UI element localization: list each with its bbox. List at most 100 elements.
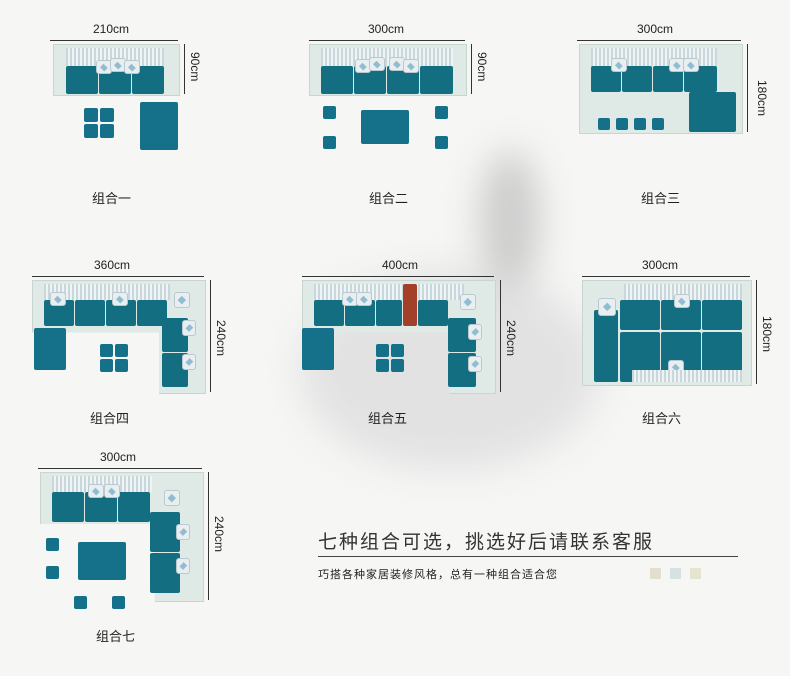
combo-name: 组合四: [90, 412, 130, 427]
pillow: [369, 57, 385, 71]
ottoman: [435, 136, 448, 149]
pillow: [174, 292, 190, 308]
seat: [66, 66, 98, 94]
pillow: [598, 298, 616, 316]
pillow: [611, 58, 627, 72]
ottoman: [391, 359, 404, 372]
width-line: [302, 276, 494, 277]
ottoman: [84, 108, 98, 122]
width-label: 210cm: [93, 22, 130, 36]
width-label: 400cm: [382, 258, 419, 272]
backrest: [321, 48, 453, 66]
ottoman: [115, 344, 128, 357]
width-line: [309, 40, 465, 41]
width-line: [50, 40, 178, 41]
seat: [420, 66, 453, 94]
seat: [314, 300, 344, 326]
pillow: [468, 324, 482, 340]
ottoman-large: [78, 542, 126, 580]
background-shape: [480, 150, 540, 290]
depth-label: 90cm: [475, 52, 489, 82]
ottoman: [634, 118, 646, 130]
width-label: 360cm: [94, 258, 131, 272]
depth-label: 180cm: [755, 80, 769, 117]
combo-name: 组合六: [642, 412, 682, 427]
divider: [318, 556, 738, 557]
pillow: [460, 294, 476, 310]
ottoman: [100, 359, 113, 372]
color-swatch: [670, 568, 681, 579]
seat: [620, 300, 660, 330]
width-line: [582, 276, 750, 277]
seat: [118, 492, 150, 522]
ottoman: [74, 596, 87, 609]
depth-line: [208, 472, 209, 600]
seat: [622, 66, 652, 92]
seat: [150, 512, 180, 552]
subtitle: 巧搭各种家居装修风格，总有一种组合适合您: [318, 568, 558, 581]
seat: [52, 492, 84, 522]
width-line: [577, 40, 741, 41]
width-label: 300cm: [642, 258, 679, 272]
ottoman: [46, 566, 59, 579]
combo-1[interactable]: 210cm 90cm 组合一: [48, 22, 208, 207]
width-label: 300cm: [637, 22, 674, 36]
backrest: [624, 284, 742, 300]
seat: [150, 553, 180, 593]
depth-label: 240cm: [504, 320, 518, 357]
ottoman-large: [302, 328, 334, 370]
seat: [75, 300, 105, 326]
seat: [418, 300, 448, 326]
pillow: [88, 484, 104, 498]
combo-3[interactable]: 300cm 180cm 组合三: [577, 22, 777, 207]
pillow: [104, 484, 120, 498]
depth-label: 90cm: [188, 52, 202, 82]
seat: [321, 66, 353, 94]
backrest: [632, 370, 742, 382]
backrest: [44, 284, 170, 300]
color-swatch: [650, 568, 661, 579]
slogan: 七种组合可选，挑选好后请联系客服: [318, 531, 655, 553]
combo-4[interactable]: 360cm 240cm 组合四: [32, 258, 262, 433]
pillow: [683, 58, 699, 72]
seat: [594, 310, 618, 382]
depth-line: [747, 44, 748, 132]
ottoman: [112, 596, 125, 609]
backrest: [314, 284, 464, 300]
combo-5[interactable]: 400cm 240cm 组合五: [300, 258, 530, 433]
ottoman: [376, 344, 389, 357]
ottoman-large: [34, 328, 66, 370]
depth-line: [471, 44, 472, 94]
ottoman-large: [140, 102, 178, 150]
ottoman: [84, 124, 98, 138]
ottoman: [100, 344, 113, 357]
ottoman: [323, 106, 336, 119]
ottoman-large: [361, 110, 409, 144]
width-line: [38, 468, 202, 469]
ottoman: [598, 118, 610, 130]
pillow: [112, 292, 128, 306]
pillow: [182, 320, 196, 336]
pillow: [356, 292, 372, 306]
pillow: [164, 490, 180, 506]
pillow: [176, 524, 190, 540]
pillow: [50, 292, 66, 306]
depth-label: 180cm: [760, 316, 774, 353]
ottoman: [376, 359, 389, 372]
width-label: 300cm: [100, 450, 137, 464]
combo-2[interactable]: 300cm 90cm 组合二: [305, 22, 495, 207]
ottoman: [435, 106, 448, 119]
ottoman: [616, 118, 628, 130]
ottoman: [323, 136, 336, 149]
pillow: [674, 294, 690, 308]
seat: [702, 300, 742, 330]
combo-6[interactable]: 300cm 180cm 组合六: [580, 258, 780, 433]
pillow: [468, 356, 482, 372]
pillow: [124, 60, 140, 74]
width-label: 300cm: [368, 22, 405, 36]
seat: [376, 300, 402, 326]
combo-name: 组合七: [96, 630, 136, 645]
depth-label: 240cm: [214, 320, 228, 357]
pillow: [403, 59, 419, 73]
combo-7[interactable]: 300cm 240cm 组合七: [38, 450, 268, 650]
